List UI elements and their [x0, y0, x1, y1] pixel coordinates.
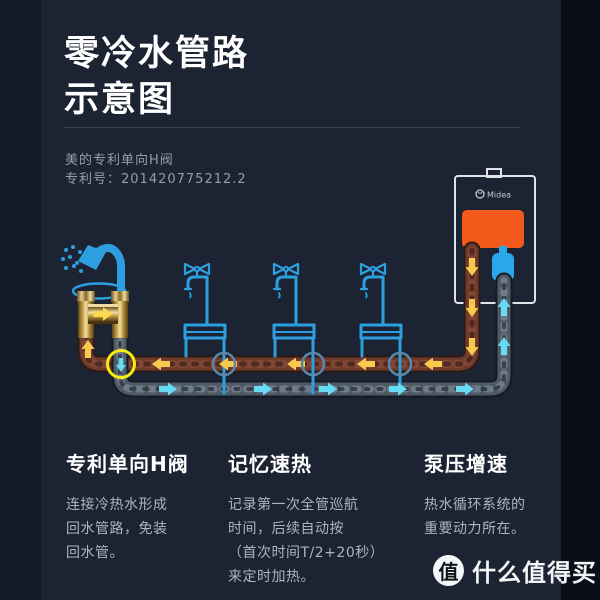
patent-number: 专利号：201420775212.2 — [65, 172, 247, 187]
header: 零冷水管路 示意图 — [64, 32, 534, 123]
heater-outline — [454, 175, 536, 304]
smzdm-logo-text: 什么值得买 — [472, 558, 597, 587]
feature-columns: 专利单向H阀 连接冷热水形成 回水管路，免装 回水管。 记忆速热 记录第一次全管… — [0, 448, 600, 585]
feature-memory-heat: 记忆速热 记录第一次全管巡航 时间，后续自动按 （首次时间T/2+20秒） 来定… — [228, 448, 418, 589]
h-valve-highlight-circle — [106, 349, 136, 379]
left-edge-band — [0, 0, 41, 600]
feature-pump-boost: 泵压增速 热水循环系统的 重要动力所在。 — [424, 448, 574, 541]
shower-head — [78, 245, 106, 270]
faucets — [183, 262, 403, 395]
title-line-1: 零冷水管路 — [64, 34, 250, 74]
page-title: 零冷水管路 示意图 — [64, 32, 534, 123]
h-valve — [71, 282, 129, 338]
pump-stem — [499, 246, 507, 255]
feature-title: 专利单向H阀 — [66, 452, 189, 476]
smzdm-watermark: 值 什么值得买 — [433, 553, 600, 587]
midea-logo: Midea — [475, 189, 511, 200]
water-spray — [61, 245, 83, 273]
title-line-2: 示意图 — [64, 79, 176, 120]
shower-icon — [61, 244, 125, 294]
hot-flow-arrows — [81, 258, 479, 371]
subtitle: 美的专利单向H阀 — [65, 153, 174, 168]
right-edge-band — [561, 0, 600, 600]
header-divider — [64, 127, 520, 128]
smzdm-logo-icon: 值 — [433, 554, 464, 586]
feature-body: 连接冷热水形成 回水管路，免装 回水管。 — [66, 497, 168, 561]
feature-title: 泵压增速 — [424, 452, 508, 476]
feature-body: 记录第一次全管巡航 时间，后续自动按 （首次时间T/2+20秒） 来定时加热。 — [228, 497, 385, 585]
faucet-3 — [359, 262, 403, 395]
feature-title: 记忆速热 — [228, 452, 312, 476]
feature-body: 热水循环系统的 重要动力所在。 — [424, 497, 526, 537]
faucet-2 — [272, 262, 316, 395]
burner-box — [462, 210, 524, 248]
pipe-junction-circles — [211, 351, 413, 377]
faucet-1 — [183, 262, 227, 395]
heater-brand-label: Midea — [487, 191, 511, 200]
feature-h-valve: 专利单向H阀 连接冷热水形成 回水管路，免装 回水管。 — [66, 448, 221, 565]
